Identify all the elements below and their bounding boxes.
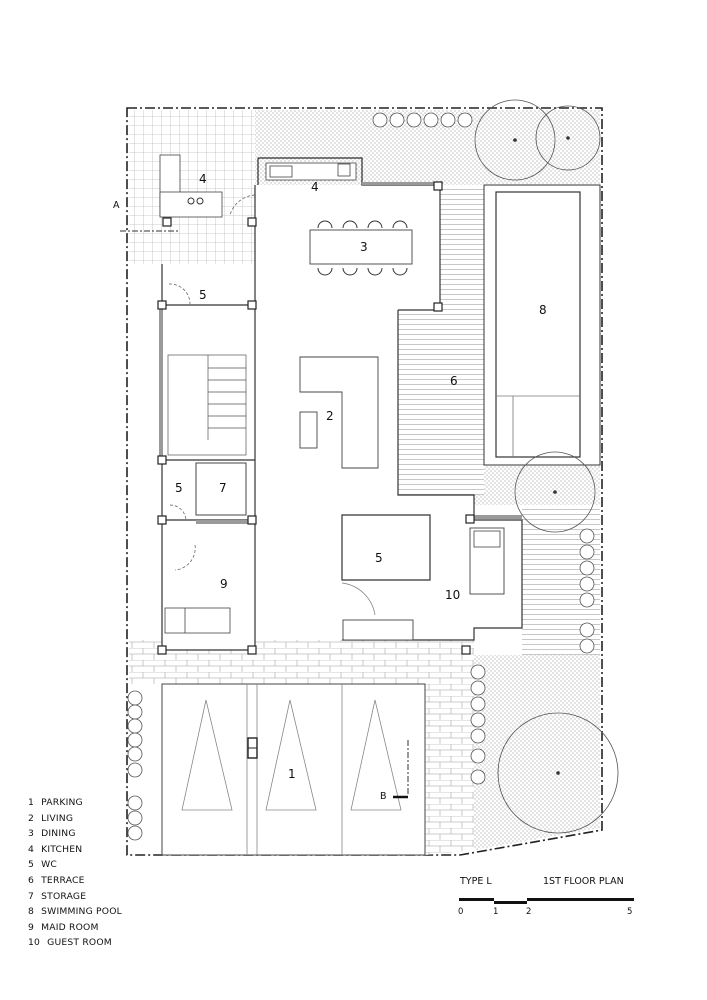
legend-item: 1 PARKING (28, 797, 83, 808)
legend-item: 2 LIVING (28, 812, 74, 824)
room-legend: 1 PARKING 2 LIVING 3 DINING 4 KITCHEN 5 … (28, 795, 122, 951)
room-tag-kitchen-outdoor: 4 (199, 172, 207, 186)
section-marker-a: A (113, 200, 120, 211)
room-tag-wc-top: 5 (199, 288, 207, 302)
room-tag-maid: 9 (220, 577, 228, 591)
hedge-circles (127, 112, 595, 841)
type-label: TYPE L (460, 876, 492, 887)
legend-item: 3 DINING (28, 828, 76, 840)
legend-item: 6 TERRACE (28, 874, 85, 886)
room-tag-wc-mid: 5 (175, 481, 183, 495)
room-tag-guest: 10 (445, 588, 460, 602)
room-tag-wc-guest: 5 (375, 551, 383, 565)
room-tag-pool: 8 (539, 303, 547, 317)
car-marker-2 (265, 699, 317, 811)
section-marker-b: B (380, 791, 387, 802)
guest-bed (469, 527, 505, 595)
sofa (299, 356, 379, 469)
legend-item: 7 STORAGE (28, 890, 87, 902)
columns (157, 181, 475, 655)
plan-title: 1ST FLOOR PLAN (543, 876, 624, 887)
legend-item: 5 WC (28, 859, 58, 871)
room-tag-living: 2 (326, 409, 334, 423)
room-tag-storage: 7 (219, 481, 227, 495)
tree-canopies (474, 99, 619, 834)
wall-fill (159, 182, 522, 524)
car-marker-3 (350, 699, 402, 811)
room-tag-parking: 1 (288, 767, 296, 781)
car-marker-1 (181, 699, 233, 811)
gravel-right-mid (474, 465, 600, 505)
parking-area (161, 683, 426, 856)
gravel-bottom-right (474, 655, 600, 850)
dining-table (309, 229, 413, 265)
legend-item: 10 GUEST ROOM (28, 937, 112, 949)
room-tag-kitchen-indoor: 4 (311, 180, 319, 194)
room-tag-terrace: 6 (450, 374, 458, 388)
swimming-pool (495, 191, 581, 458)
brick-paving-side (425, 684, 474, 855)
legend-item: 8 SWIMMING POOL (28, 906, 122, 918)
legend-item: 9 MAID ROOM (28, 921, 99, 933)
scale-bar (459, 898, 634, 904)
staircase (167, 354, 247, 456)
legend-item: 4 KITCHEN (28, 843, 83, 855)
room-tag-dining: 3 (360, 240, 368, 254)
site-boundary (126, 107, 603, 856)
paving-grid-top-left (129, 110, 255, 264)
